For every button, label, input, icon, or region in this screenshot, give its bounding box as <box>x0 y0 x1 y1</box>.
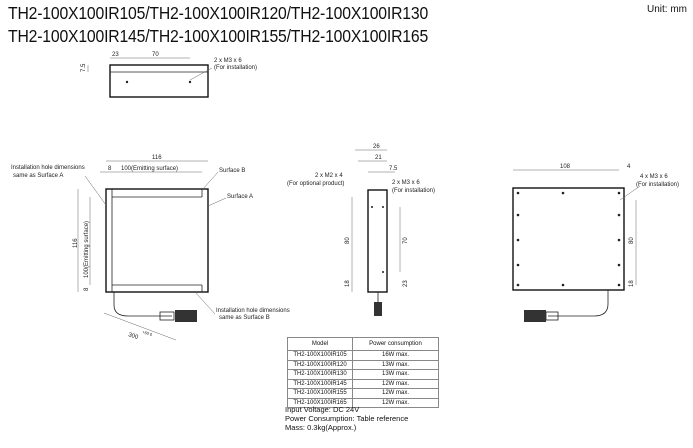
unit-label: Unit: mm <box>647 4 687 15</box>
dimension-label: 108 <box>560 164 571 170</box>
dimension-label: 18 <box>629 280 635 287</box>
dimension-label: (For installation) <box>392 188 435 194</box>
table-header-row: Model Power consumption <box>287 337 439 351</box>
dimension-label: 2 x M2 x 4 <box>315 173 343 179</box>
cell-model: TH2-100X100IR155 <box>287 388 353 399</box>
header-power: Power consumption <box>352 337 439 351</box>
dimension-label: 80 <box>345 237 351 244</box>
dimension-label: same as Surface B <box>219 315 270 321</box>
dimension-label: 116 <box>73 238 79 248</box>
spec-mass: Mass: 0.3kg(Approx.) <box>285 423 357 432</box>
title-line-2: TH2-100X100IR145/TH2-100X100IR155/TH2-10… <box>8 26 429 46</box>
dimension-label: 2 x M3 x 6 <box>392 180 420 186</box>
spec-power-consumption: Power Consumption: Table reference <box>285 414 409 423</box>
dimension-label: (For installation) <box>214 65 257 71</box>
cell-model: TH2-100X100IR105 <box>287 350 353 361</box>
spec-input-voltage: Input Voltage: DC 24V <box>285 405 360 414</box>
dimension-label: 4 x M3 x 6 <box>640 174 668 180</box>
dimension-label: 8 <box>84 287 90 291</box>
dimension-label: 7.5 <box>81 63 87 72</box>
dimension-label: 23 <box>112 52 119 58</box>
dimension-label: 300 <box>127 332 139 341</box>
cell-power: 12W max. <box>352 388 439 399</box>
dimension-label: 116 <box>152 155 162 161</box>
title-line-1: TH2-100X100IR105/TH2-100X100IR120/TH2-10… <box>8 3 429 23</box>
cell-power: 16W max. <box>352 350 439 361</box>
dimension-label: 18 <box>345 280 351 287</box>
cell-model: TH2-100X100IR120 <box>287 359 353 370</box>
dimension-label: 4 <box>627 164 631 170</box>
dimension-label: same as Surface A <box>13 173 63 179</box>
power-consumption-table: Model Power consumption TH2-100X100IR105… <box>287 337 439 408</box>
dimension-label: (For installation) <box>636 182 679 188</box>
dimension-label: Installation hole dimensions <box>216 308 290 314</box>
dimension-label: 80 <box>629 237 635 244</box>
cell-power: 13W max. <box>352 369 439 380</box>
dimension-label: +50 0 <box>142 329 154 337</box>
dimension-label: 8 <box>108 166 112 172</box>
dimension-label: 26 <box>373 144 380 150</box>
front-view: 116 8 100(Emitting surface) 116 100(Emit… <box>11 155 290 341</box>
cell-power: 12W max. <box>352 378 439 389</box>
dimension-label: Installation hole dimensions <box>11 165 85 171</box>
side-view: 26 21 7.5 2 x M2 x 4 (For optional produ… <box>287 144 435 316</box>
cell-power: 13W max. <box>352 359 439 370</box>
dimension-label: Surface A <box>227 194 253 200</box>
dimension-label: 70 <box>403 237 409 244</box>
dimension-label: Surface B <box>219 168 245 174</box>
header-model: Model <box>287 337 353 351</box>
dimension-label: 21 <box>375 155 382 161</box>
cell-model: TH2-100X100IR130 <box>287 369 353 380</box>
dimension-label: 7.5 <box>389 166 398 172</box>
dimension-label: 70 <box>152 52 159 58</box>
rear-view: 108 4 4 x M3 x 6 (For installation) 80 1… <box>512 164 679 322</box>
cell-model: TH2-100X100IR145 <box>287 378 353 389</box>
dimension-label: 2 x M3 x 6 <box>214 58 242 64</box>
top-view: 23 70 7.5 2 x M3 x 6 (For installation) <box>81 52 257 98</box>
dimension-label: 100(Emitting surface) <box>121 166 178 172</box>
cell-power: 12W max. <box>352 397 439 408</box>
dimension-label: 100(Emitting surface) <box>84 221 90 278</box>
dimension-label: (For optional product) <box>287 181 344 187</box>
dimension-label: 23 <box>403 280 409 287</box>
